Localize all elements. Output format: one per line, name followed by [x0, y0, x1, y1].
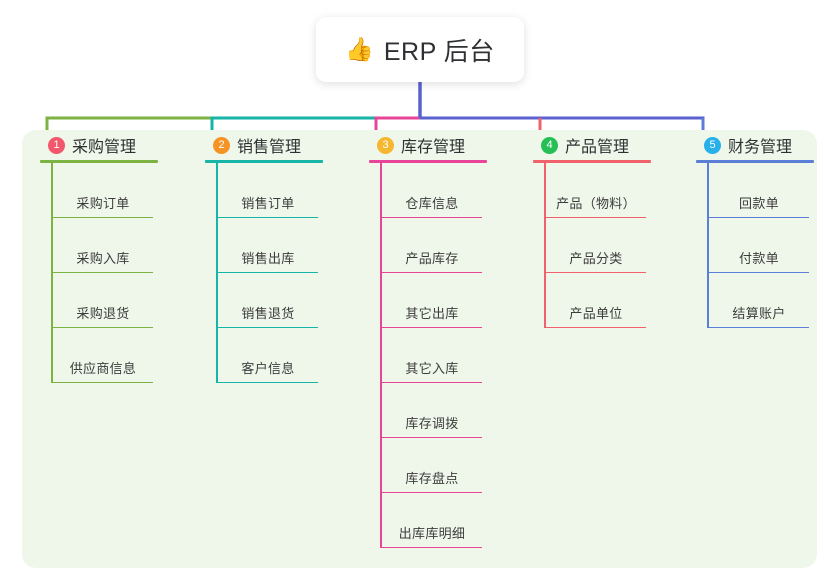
list-item-4-1[interactable]: 产品（物料）: [546, 163, 646, 218]
list-item-3-5[interactable]: 库存调拨: [382, 383, 482, 438]
branch-number-badge-3: 3: [377, 136, 394, 154]
list-item-label: 仓库信息: [405, 196, 459, 211]
list-item-label: 供应商信息: [69, 361, 137, 376]
list-item-2-1[interactable]: 销售订单: [218, 163, 318, 218]
list-item-label: 回款单: [739, 196, 779, 211]
branch-number-badge-4: 4: [541, 136, 558, 154]
list-item-4-2[interactable]: 产品分类: [546, 218, 646, 273]
list-item-2-2[interactable]: 销售出库: [218, 218, 318, 273]
list-item-label: 采购退货: [76, 306, 130, 321]
branch-title: 财务管理: [728, 139, 793, 156]
branch-column-3[interactable]: 3 库存管理 仓库信息 产品库存 其它出库 其它入库 库存调拨 库存盘点 出库库…: [367, 130, 515, 548]
list-item-label: 销售订单: [241, 196, 295, 211]
list-item-3-1[interactable]: 仓库信息: [382, 163, 482, 218]
list-item-label: 出库库明细: [398, 526, 466, 541]
root-node-title: ERP 后台: [383, 37, 495, 66]
branch-title: 采购管理: [72, 139, 137, 156]
branch-number-badge-5: 5: [704, 136, 721, 154]
list-item-5-2[interactable]: 付款单: [709, 218, 809, 273]
list-item-2-4[interactable]: 客户信息: [218, 328, 318, 383]
branch-column-2[interactable]: 2 销售管理 销售订单 销售出库 销售退货 客户信息: [203, 130, 351, 383]
branch-header[interactable]: 3 库存管理: [367, 130, 515, 160]
branch-column-1[interactable]: 1 采购管理 采购订单 采购入库 采购退货 供应商信息: [38, 130, 186, 383]
list-item-label: 采购入库: [76, 251, 130, 266]
branch-title: 库存管理: [401, 139, 466, 156]
branch-header[interactable]: 2 销售管理: [203, 130, 351, 160]
branch-number-badge-1: 1: [48, 136, 65, 154]
branch-header[interactable]: 4 产品管理: [531, 130, 679, 160]
list-item-1-1[interactable]: 采购订单: [53, 163, 153, 218]
list-item-label: 产品库存: [405, 251, 459, 266]
thumbs-up-icon: 👍: [345, 36, 374, 62]
list-item-4-3[interactable]: 产品单位: [546, 273, 646, 328]
list-item-1-3[interactable]: 采购退货: [53, 273, 153, 328]
branch-items-list: 产品（物料） 产品分类 产品单位: [544, 163, 679, 328]
branch-items-list: 回款单 付款单 结算账户: [707, 163, 839, 328]
branch-underline: [40, 160, 158, 163]
list-item-label: 其它出库: [405, 306, 459, 321]
branch-header[interactable]: 1 采购管理: [38, 130, 186, 160]
list-item-label: 客户信息: [241, 361, 295, 376]
list-item-label: 付款单: [739, 251, 779, 266]
list-item-label: 销售退货: [241, 306, 295, 321]
branch-underline: [205, 160, 323, 163]
list-item-1-2[interactable]: 采购入库: [53, 218, 153, 273]
branch-column-4[interactable]: 4 产品管理 产品（物料） 产品分类 产品单位: [531, 130, 679, 328]
branch-column-5[interactable]: 5 财务管理 回款单 付款单 结算账户: [694, 130, 839, 328]
branch-title: 销售管理: [237, 139, 302, 156]
branch-underline: [533, 160, 651, 163]
branch-title: 产品管理: [565, 139, 630, 156]
branches-panel: 1 采购管理 采购订单 采购入库 采购退货 供应商信息 2 销售管理 销售订单 …: [22, 130, 817, 568]
list-item-label: 结算账户: [732, 306, 786, 321]
list-item-label: 库存调拨: [405, 416, 459, 431]
list-item-label: 产品分类: [569, 251, 623, 266]
list-item-label: 销售出库: [241, 251, 295, 266]
branch-items-list: 采购订单 采购入库 采购退货 供应商信息: [51, 163, 186, 383]
list-item-label: 产品（物料）: [556, 196, 636, 211]
branch-items-list: 销售订单 销售出库 销售退货 客户信息: [216, 163, 351, 383]
branch-items-list: 仓库信息 产品库存 其它出库 其它入库 库存调拨 库存盘点 出库库明细: [380, 163, 515, 548]
branch-number-badge-2: 2: [213, 136, 230, 154]
list-item-5-1[interactable]: 回款单: [709, 163, 809, 218]
list-item-3-7[interactable]: 出库库明细: [382, 493, 482, 548]
list-item-1-4[interactable]: 供应商信息: [53, 328, 153, 383]
list-item-label: 其它入库: [405, 361, 459, 376]
list-item-5-3[interactable]: 结算账户: [709, 273, 809, 328]
list-item-label: 产品单位: [569, 306, 623, 321]
list-item-3-2[interactable]: 产品库存: [382, 218, 482, 273]
list-item-3-6[interactable]: 库存盘点: [382, 438, 482, 493]
list-item-label: 库存盘点: [405, 471, 459, 486]
branch-underline: [369, 160, 487, 163]
branch-header[interactable]: 5 财务管理: [694, 130, 839, 160]
root-node-card[interactable]: 👍 ERP 后台: [316, 17, 524, 82]
branch-underline: [696, 160, 814, 163]
list-item-3-4[interactable]: 其它入库: [382, 328, 482, 383]
list-item-2-3[interactable]: 销售退货: [218, 273, 318, 328]
list-item-label: 采购订单: [76, 196, 130, 211]
list-item-3-3[interactable]: 其它出库: [382, 273, 482, 328]
